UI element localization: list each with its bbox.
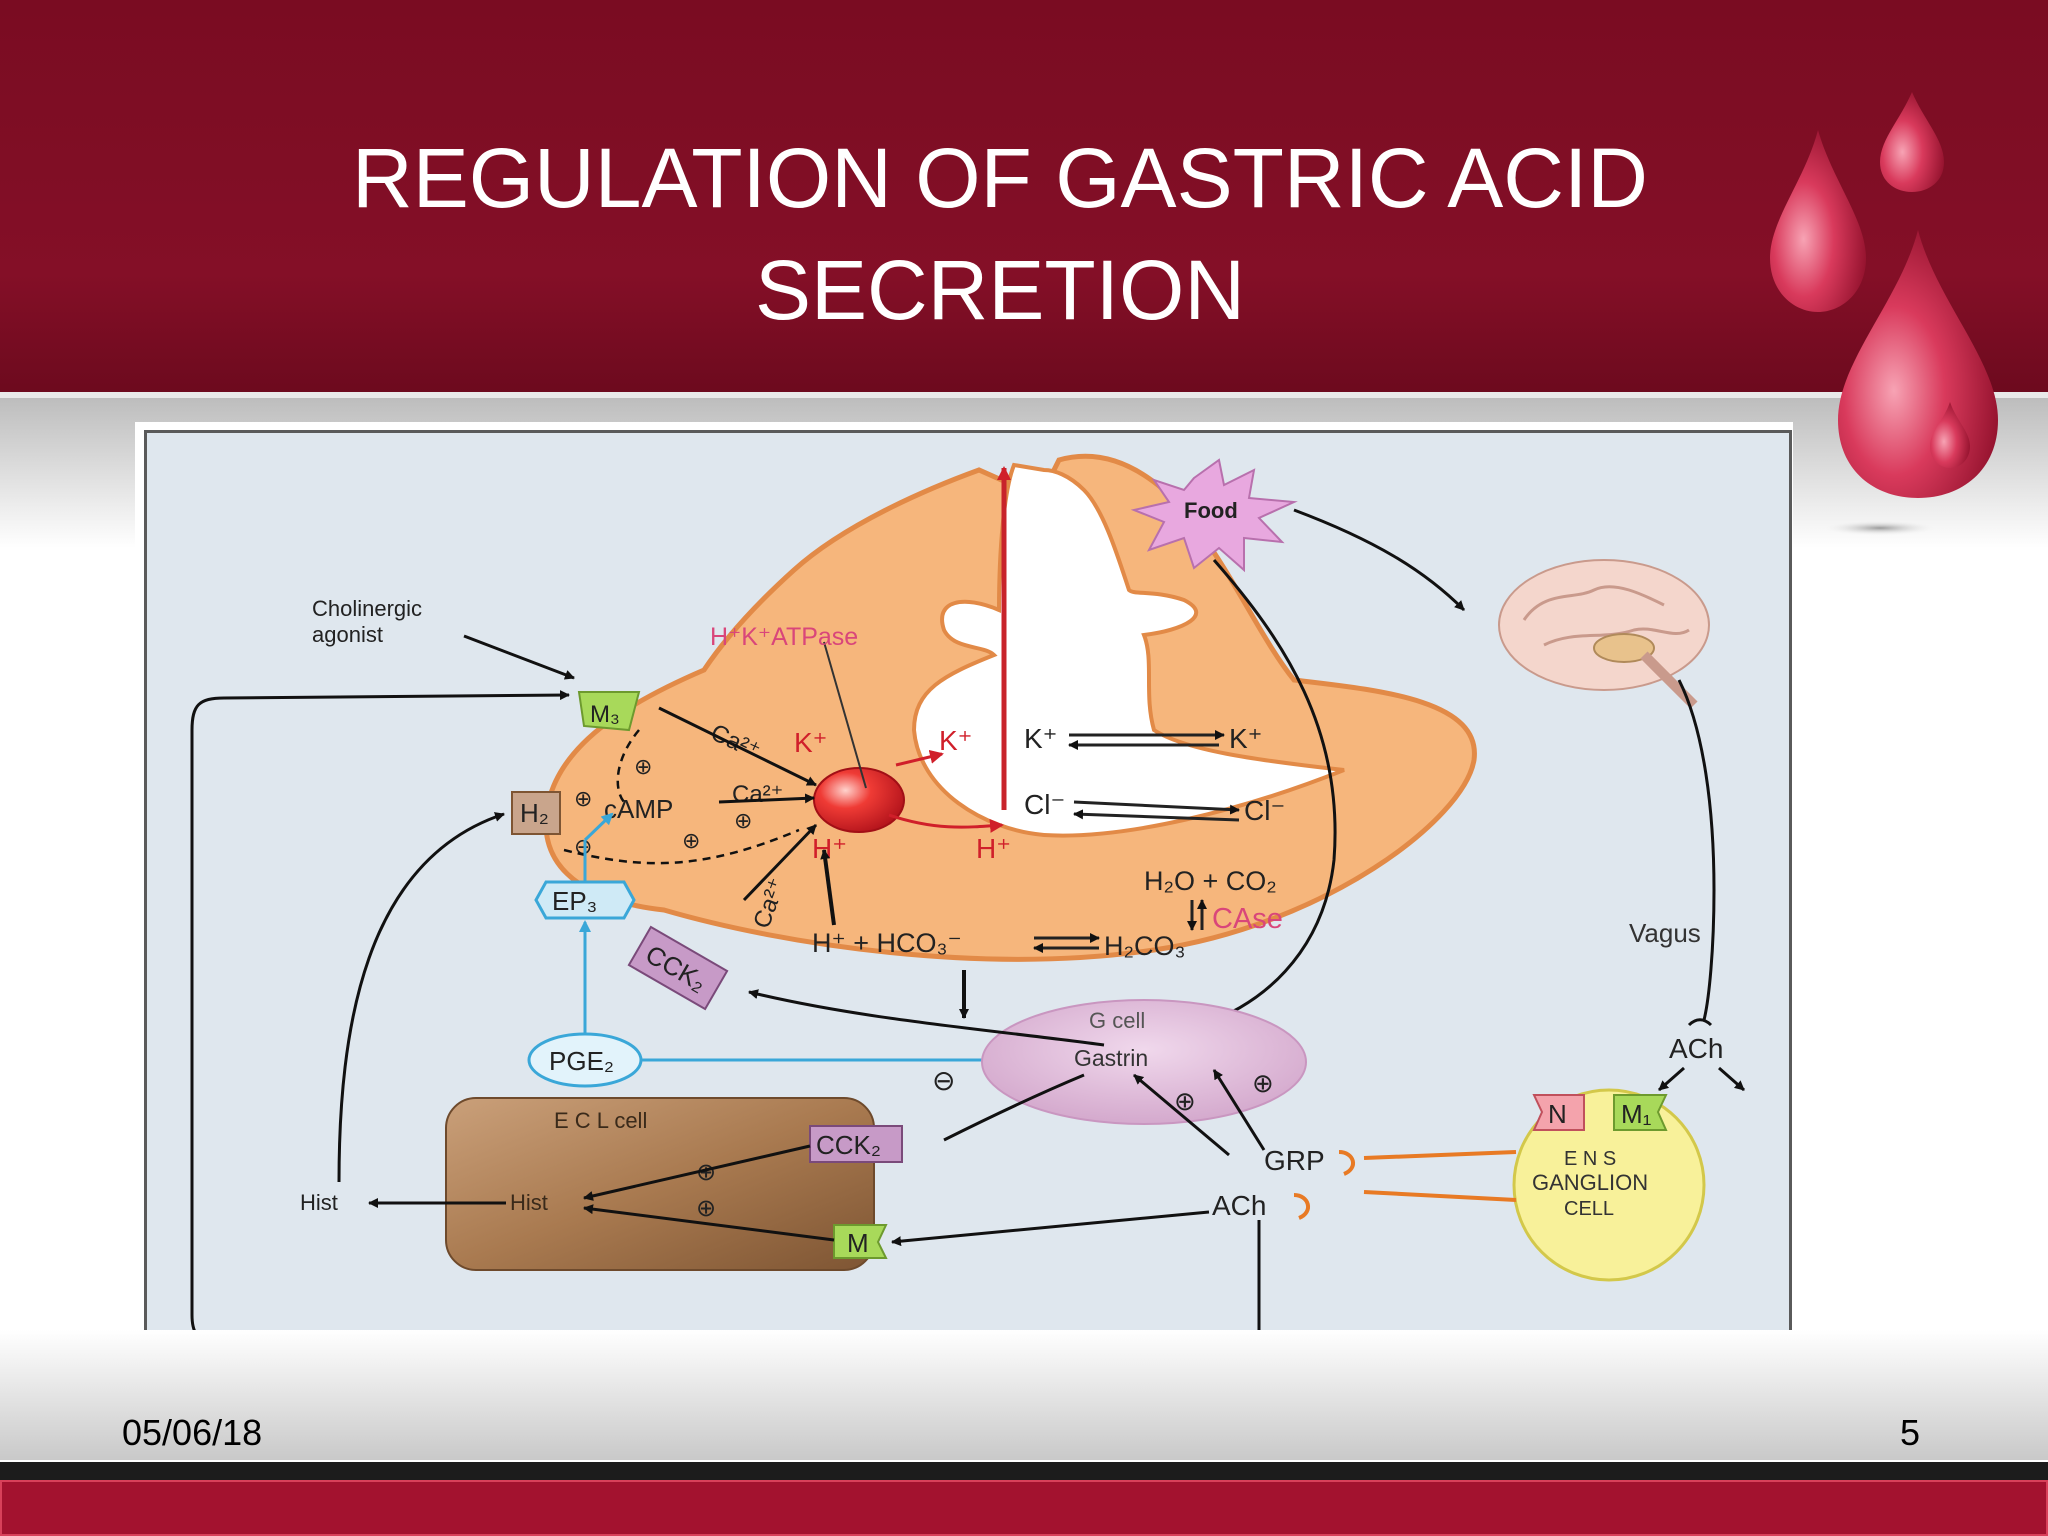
k-plus-blood: K⁺ [1229, 723, 1262, 754]
footer-fade [0, 1330, 2048, 1460]
k-plus-pump: K⁺ [794, 727, 827, 758]
m-receptor-label: M [847, 1228, 869, 1258]
atpase-label: H⁺K⁺ATPase [710, 623, 858, 651]
blood-drops-decoration [1770, 92, 1998, 536]
m1-receptor-label: M₁ [1621, 1099, 1652, 1129]
ecl-plus-1: ⊕ [696, 1159, 716, 1186]
cck2-receptor-ecl [809, 1125, 903, 1163]
h2o-co2-label: H₂O + CO₂ [1144, 866, 1277, 896]
ens-label-2: GANGLION [1532, 1170, 1648, 1195]
k-plus-membrane: K⁺ [1024, 723, 1057, 754]
ach-ens-label: ACh [1212, 1190, 1266, 1221]
m1-receptor [1613, 1094, 1668, 1131]
footer-top-stripe [0, 1462, 2048, 1480]
proton-pump [813, 767, 905, 833]
slide-title-line1: REGULATION OF GASTRIC ACID [352, 131, 1648, 225]
cl-minus-blood: Cl⁻ [1244, 795, 1285, 826]
drop-tiny [1930, 402, 1970, 468]
pge2-inhibition-sign: ⊖ [932, 1065, 955, 1096]
h-plus-lumen: H⁺ [976, 833, 1011, 864]
bicarbonate-label: H⁺ + HCO₃⁻ [812, 928, 962, 958]
g-cell-label: G cell [1089, 1008, 1145, 1033]
vagus-label: Vagus [1629, 918, 1701, 948]
gastric-acid-regulation-diagram: H⁺K⁺ATPase K⁺ K⁺ K⁺ K⁺ Cl⁻ Cl⁻ H⁺ H⁺ H₂O… [144, 430, 1792, 1346]
ecl-cell-label: E C L cell [554, 1108, 647, 1133]
carbonic-anhydrase-label: CAse [1212, 903, 1283, 935]
gastrin-label: Gastrin [1074, 1045, 1148, 1071]
cck2-label-ecl: CCK₂ [816, 1130, 881, 1160]
k-plus-lumen: K⁺ [939, 725, 972, 756]
title-banner [0, 0, 2048, 392]
pge2-label: PGE₂ [549, 1046, 614, 1076]
m3-label: M₃ [590, 701, 620, 728]
vagus-nerve [1677, 679, 1716, 1021]
banner-divider [0, 392, 2048, 398]
m-receptor-ecl [833, 1224, 888, 1259]
h2-receptor [511, 791, 561, 835]
g-cell [981, 999, 1307, 1125]
plus-sign-4: ⊕ [682, 828, 700, 853]
plus-sign-2: ⊕ [574, 786, 592, 811]
cl-minus-lumen: Cl⁻ [1024, 789, 1065, 820]
camp-label: cAMP [604, 794, 673, 824]
ecl-plus-2: ⊕ [696, 1195, 716, 1222]
ens-ganglion-cell [1512, 1088, 1706, 1282]
hist-inner-label: Hist [510, 1190, 548, 1215]
ep3-receptor [534, 880, 636, 920]
hist-outer-label: Hist [300, 1190, 338, 1215]
m3-receptor [577, 691, 641, 732]
h-plus-pump: H⁺ [812, 833, 847, 864]
grp-label: GRP [1264, 1145, 1325, 1176]
n-receptor [1532, 1094, 1585, 1131]
cck2-receptor-parietal [627, 925, 729, 1011]
carbonic-acid-label: H₂CO₃ [1104, 931, 1185, 961]
drop-small-top [1880, 92, 1944, 192]
ens-label-3: CELL [1564, 1198, 1614, 1220]
slide-title: REGULATION OF GASTRIC ACID SECRETION [200, 122, 1800, 346]
food-stimulus [1130, 458, 1298, 573]
footer-red-stripe [0, 1480, 2048, 1536]
ca-ion-camp: Ca²⁺ [732, 781, 783, 808]
gastrin-plus-1: ⊕ [1174, 1086, 1196, 1116]
slide-page-number: 5 [1900, 1412, 1921, 1453]
slide-title-line2: SECRETION [754, 243, 1246, 337]
brain-icon [1498, 559, 1710, 709]
drop-medium [1770, 130, 1866, 312]
plus-sign-1: ⊕ [634, 754, 652, 779]
ach-vagus-label: ACh [1669, 1033, 1723, 1064]
plus-sign-3: ⊕ [734, 808, 752, 833]
food-label: Food [1184, 498, 1238, 523]
slide-date: 05/06/18 [122, 1412, 263, 1453]
n-receptor-label: N [1548, 1099, 1567, 1129]
ens-label-1: E N S [1564, 1148, 1616, 1170]
cholinergic-label-1: Cholinergic [312, 596, 422, 621]
h2-label: H₂ [520, 798, 549, 828]
cholinergic-label-2: agonist [312, 622, 383, 647]
gastrin-plus-2: ⊕ [1252, 1068, 1274, 1098]
ecl-cell [445, 1097, 875, 1271]
ep3-label: EP₃ [552, 886, 597, 916]
